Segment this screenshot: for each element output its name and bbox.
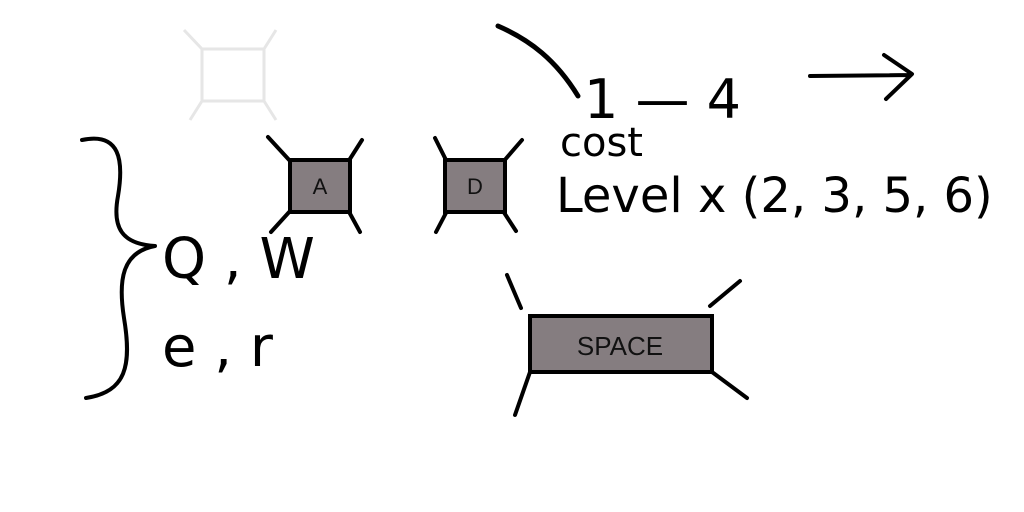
decorative-stroke [495,23,581,99]
key-d[interactable]: D [433,136,524,234]
level-range: 1 — 4 [584,68,741,131]
key-space-label: SPACE [577,331,663,361]
ability-keys-row1: Q , W [162,227,315,292]
cost-label: cost [560,120,643,166]
key-space[interactable]: SPACE [505,273,749,417]
faded-key-icon [182,28,278,121]
key-a-label: A [313,174,328,199]
key-d-cap [443,158,507,214]
ability-keys-row2: e , r [162,315,274,380]
key-a-cap [288,158,352,214]
key-space-cap [528,314,714,374]
right-brace-icon [80,136,157,400]
cost-formula: Level x (2, 3, 5, 6) [556,168,993,224]
key-d-label: D [467,174,483,199]
right-arrow-icon [808,53,914,101]
key-a[interactable]: A [266,135,364,234]
